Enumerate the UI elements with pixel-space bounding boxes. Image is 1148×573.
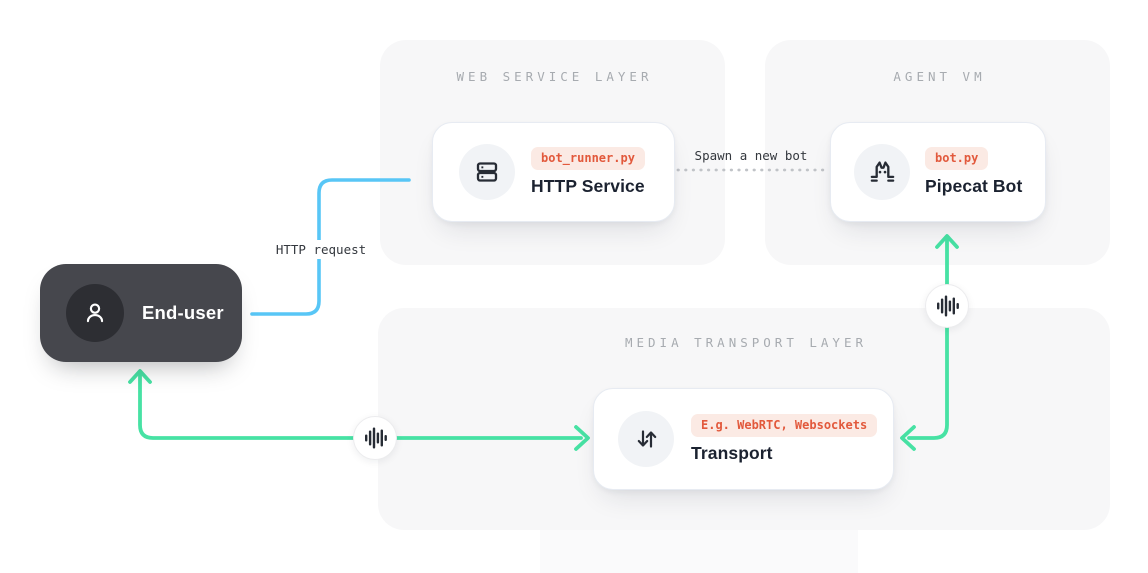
pipecat-bot-title: Pipecat Bot xyxy=(925,176,1023,197)
waveform-badge-right xyxy=(925,284,969,328)
http-service-tag: bot_runner.py xyxy=(531,146,645,171)
transfer-arrows-icon xyxy=(637,430,656,448)
user-arrowhead-up xyxy=(128,369,152,384)
transport-tag: E.g. WebRTC, Websockets xyxy=(691,413,878,438)
end-user-label: End-user xyxy=(142,302,224,323)
background-band xyxy=(540,528,858,573)
media-transport-layer-title: MEDIA TRANSPORT LAYER xyxy=(624,335,868,350)
web-service-layer-title: WEB SERVICE LAYER xyxy=(456,69,653,84)
waveform-badge-left xyxy=(353,416,397,460)
transfer-icon-circle xyxy=(618,411,674,467)
transport-title: Transport xyxy=(691,443,773,464)
pipecat-bot-tag: bot.py xyxy=(925,146,989,171)
http-service-card: bot_runner.py HTTP Service xyxy=(432,122,675,222)
pipecat-icon-circle xyxy=(854,144,910,200)
agent-vm-title: AGENT VM xyxy=(893,69,986,84)
waveform-icon xyxy=(365,427,387,449)
pipecat-cat-icon xyxy=(870,160,894,182)
server-icon-circle xyxy=(459,144,515,200)
transport-card: E.g. WebRTC, Websockets Transport xyxy=(593,388,894,490)
end-user-avatar xyxy=(66,284,124,342)
end-user-node: End-user xyxy=(40,264,242,362)
http-request-label: HTTP request xyxy=(268,240,374,259)
person-icon xyxy=(86,303,104,323)
spawn-bot-label: Spawn a new bot xyxy=(694,148,808,163)
pipecat-bot-card: bot.py Pipecat Bot xyxy=(830,122,1046,222)
server-icon xyxy=(476,162,498,182)
http-service-title: HTTP Service xyxy=(531,176,645,197)
waveform-icon xyxy=(937,295,959,317)
